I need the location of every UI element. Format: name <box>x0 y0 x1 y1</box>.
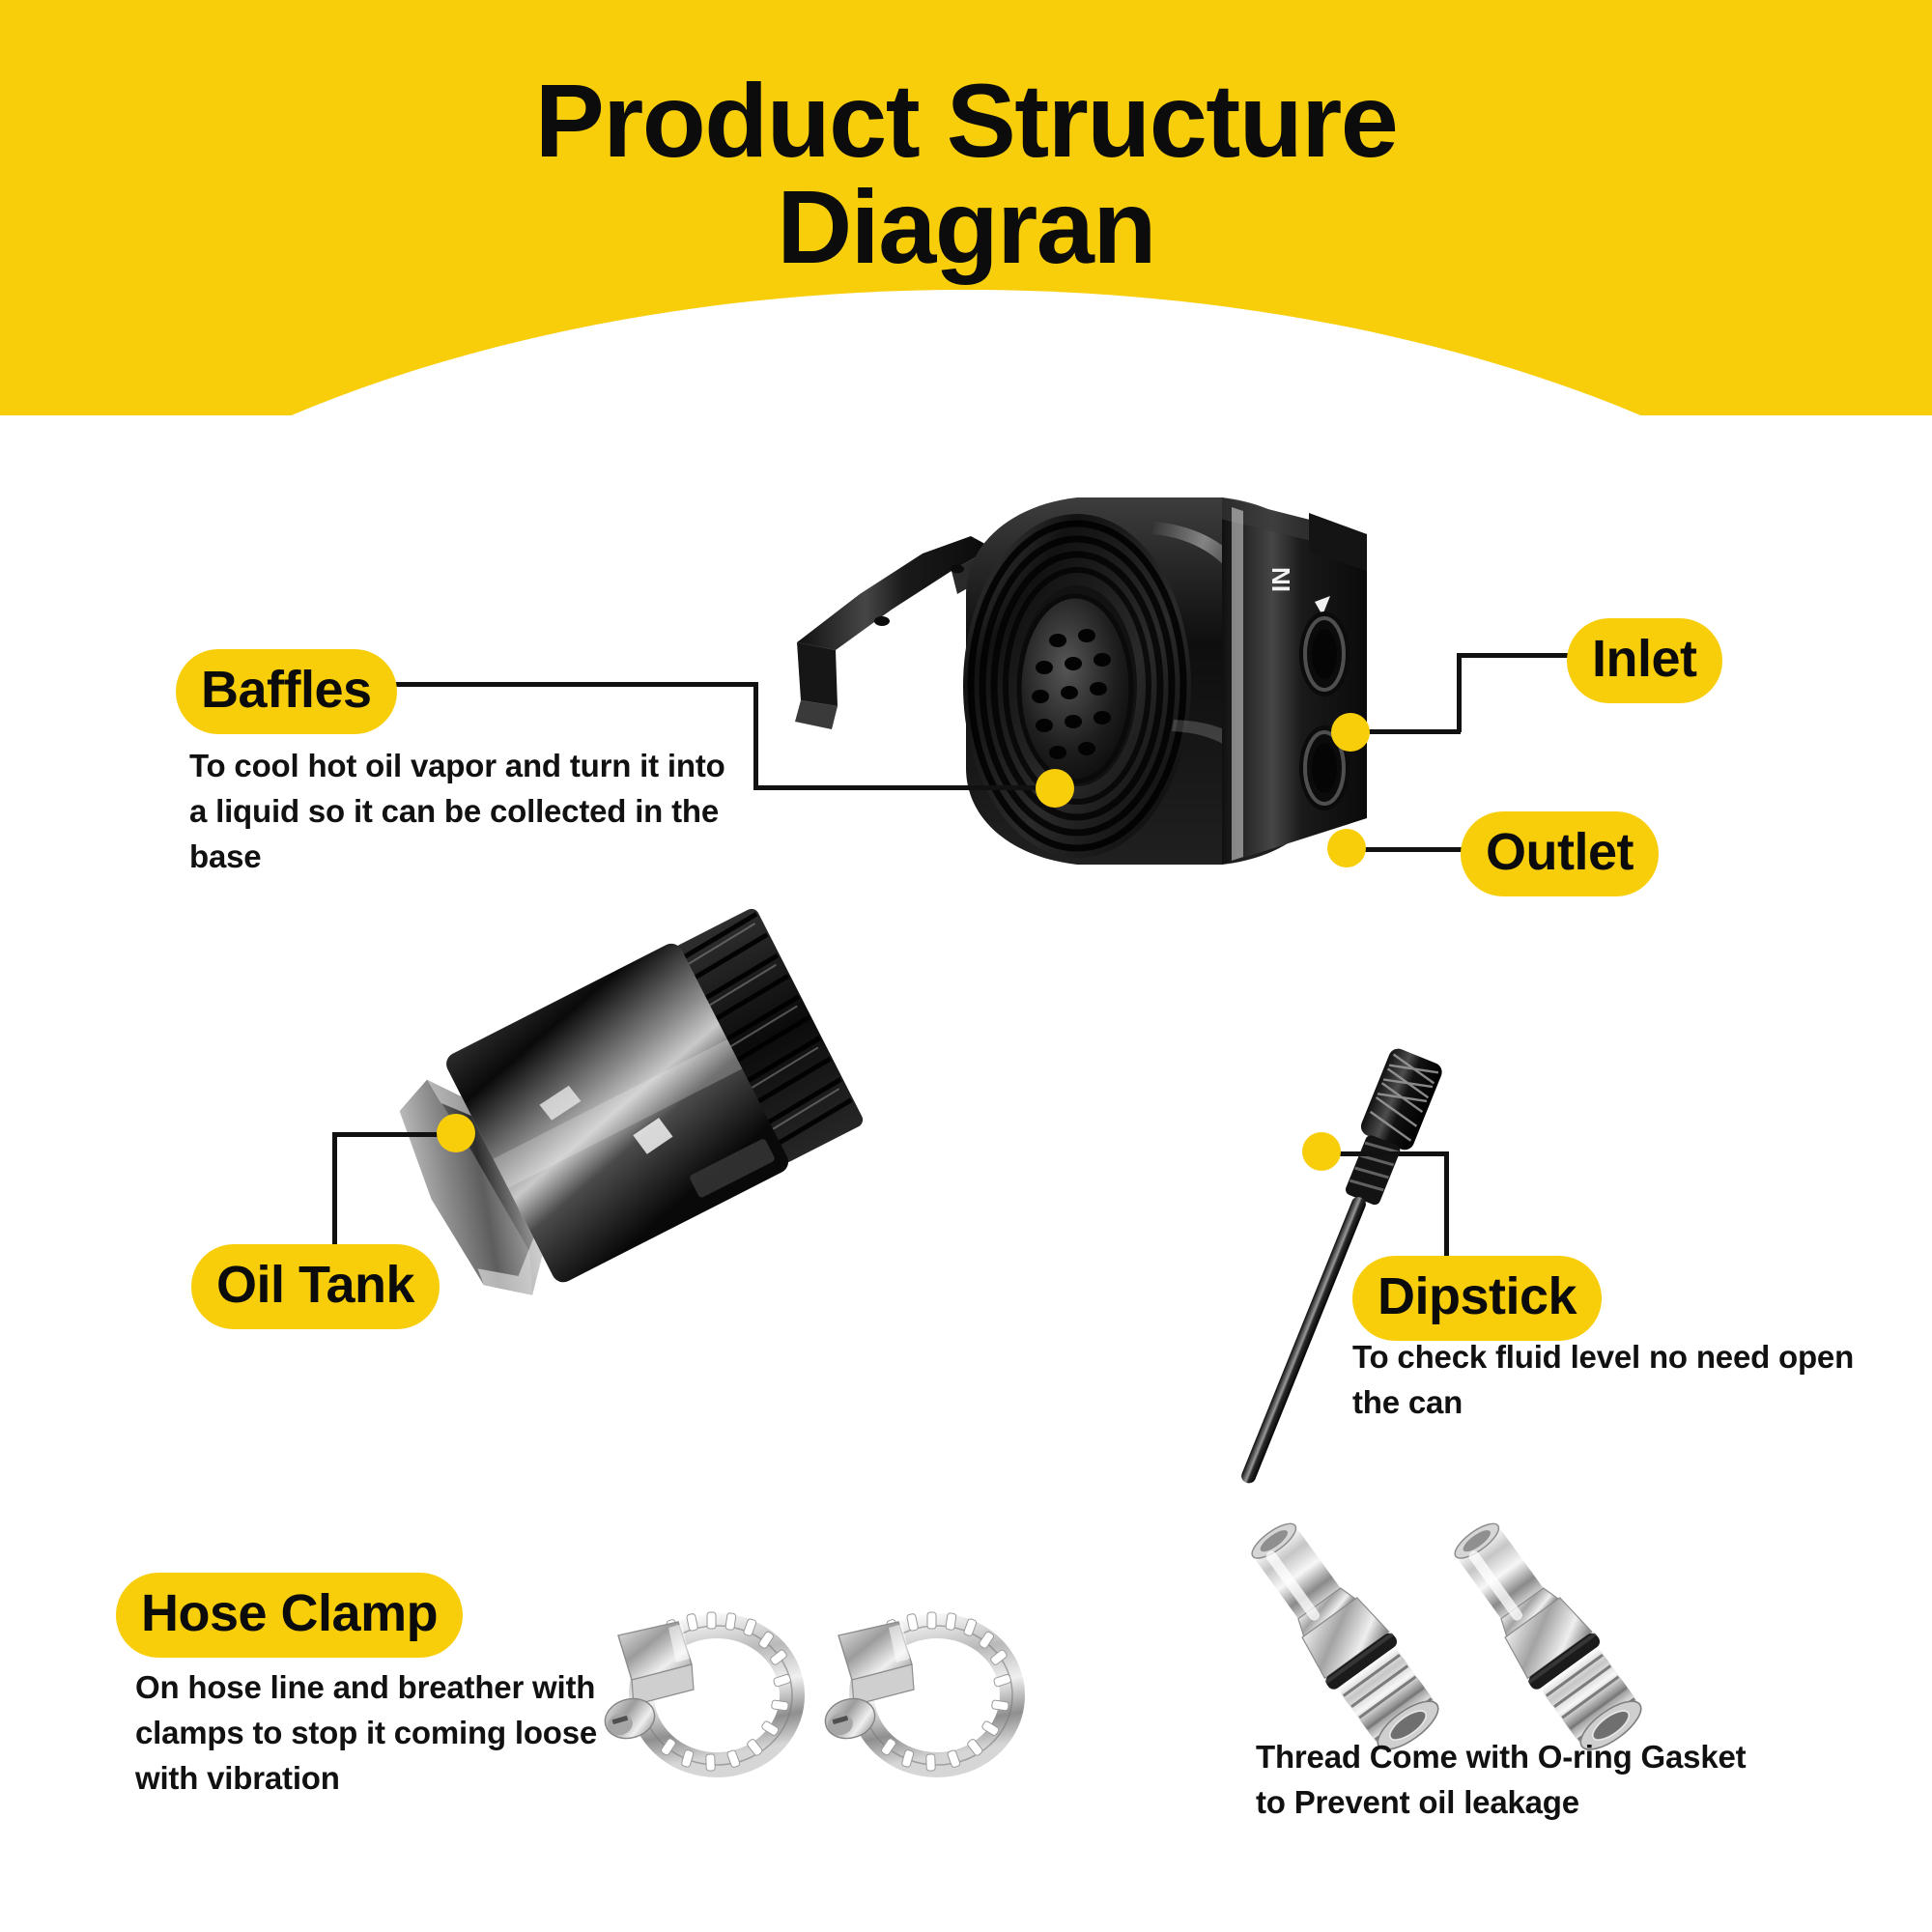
leader-baffles-h1 <box>333 682 758 687</box>
leader-inlet-h1 <box>1457 653 1571 658</box>
page-title: Product Structure Diagran <box>0 67 1932 286</box>
marker-dot-inlet <box>1331 713 1370 752</box>
thread-fittings-illustration <box>1233 1507 1681 1768</box>
callout-badge-baffles[interactable]: Baffles <box>176 649 397 734</box>
leader-outlet-h <box>1352 847 1468 852</box>
marker-dot-dipstick <box>1302 1132 1341 1171</box>
dipstick-rod <box>1241 1197 1366 1484</box>
leader-inlet-h2 <box>1350 729 1461 734</box>
dipstick-cap <box>1360 1048 1442 1151</box>
oil-tank-body <box>399 908 864 1295</box>
callout-badge-hose-clamp[interactable]: Hose Clamp <box>116 1573 464 1658</box>
thread-fitting-2 <box>1435 1507 1655 1764</box>
leader-inlet-v <box>1457 653 1462 732</box>
baffle-mesh-disc <box>1016 593 1134 784</box>
thread-note-line-1: Thread Come with O-ring Gasket <box>1256 1739 1747 1775</box>
leader-dipstick-h <box>1331 1151 1449 1156</box>
port-block: IN <box>1220 497 1367 865</box>
callout-badge-dipstick[interactable]: Dipstick <box>1352 1256 1603 1341</box>
thread-fitting-1 <box>1233 1507 1452 1764</box>
marker-dot-outlet <box>1327 829 1366 867</box>
hose-clamps-illustration <box>609 1570 1092 1831</box>
leader-dipstick-v <box>1444 1151 1449 1263</box>
header-banner <box>0 0 1932 889</box>
callout-desc-hose-clamp: On hose line and breather with clamps to… <box>135 1669 598 1796</box>
oil-tank-threads <box>674 908 864 1163</box>
callout-desc-dipstick: To check fluid level no need open the ca… <box>1352 1339 1855 1420</box>
inlet-port <box>1299 611 1350 696</box>
callout-badge-inlet[interactable]: Inlet <box>1567 618 1722 703</box>
title-line-2: Diagran <box>777 168 1156 286</box>
thread-note-line-2: to Prevent oil leakage <box>1256 1784 1579 1820</box>
catch-can-head-illustration: IN <box>768 478 1386 894</box>
hose-clamp-2 <box>820 1612 1012 1771</box>
leader-baffles-v <box>753 682 758 790</box>
oil-tank-illustration <box>386 850 985 1449</box>
marker-dot-oil-tank <box>437 1114 475 1152</box>
leader-oiltank-v <box>332 1132 337 1250</box>
leader-oiltank-h <box>332 1132 444 1137</box>
dipstick-illustration <box>1043 995 1442 1484</box>
callout-badge-outlet[interactable]: Outlet <box>1461 811 1659 896</box>
leader-baffles-h2 <box>753 785 1058 790</box>
dipstick-thread <box>1345 1135 1401 1206</box>
marker-dot-baffles <box>1036 769 1074 808</box>
callout-badge-oil-tank[interactable]: Oil Tank <box>191 1244 440 1329</box>
callout-desc-baffles: To cool hot oil vapor and turn it into a… <box>189 748 725 874</box>
title-line-1: Product Structure <box>534 62 1399 179</box>
inlet-engraving-text: IN <box>1266 567 1295 592</box>
mounting-bracket <box>795 536 998 729</box>
